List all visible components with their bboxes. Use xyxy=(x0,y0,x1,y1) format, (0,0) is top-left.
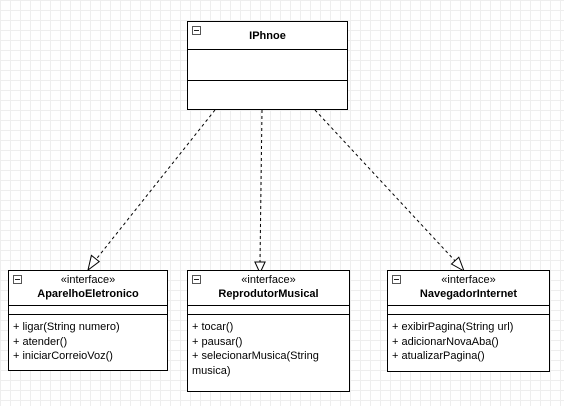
operation-item: + adicionarNovaAba() xyxy=(392,335,499,348)
realization-to-navegador-internet[interactable] xyxy=(314,109,465,273)
interface-attributes[interactable] xyxy=(188,306,349,315)
realization-to-reprodutor-musical[interactable] xyxy=(254,109,266,275)
operation-item: + atualizarPagina() xyxy=(392,350,485,362)
interface-navegador-internet-header: «interface» NavegadorInternet xyxy=(388,271,549,306)
interface-attributes[interactable] xyxy=(9,306,167,315)
interface-reprodutor-musical-header: «interface» ReprodutorMusical xyxy=(188,271,349,306)
stereotype-label: «interface» xyxy=(241,274,296,286)
operation-item: + pausar() xyxy=(192,335,243,348)
operation-item: + ligar(String numero) xyxy=(13,321,120,333)
collapse-icon[interactable] xyxy=(192,26,201,35)
interface-operations[interactable]: + ligar(String numero) + atender() + ini… xyxy=(9,315,167,366)
interface-attributes[interactable] xyxy=(388,306,549,315)
operation-item: + selecionarMusica(String xyxy=(192,350,319,362)
operation-item: + tocar() xyxy=(192,321,234,333)
interface-navegador-internet[interactable]: «interface» NavegadorInternet + exibirPa… xyxy=(387,270,550,372)
collapse-icon[interactable] xyxy=(13,275,22,284)
interface-operations[interactable]: + tocar() + pausar() + selecionarMusica(… xyxy=(188,315,349,380)
realization-to-aparelho-eletronico[interactable] xyxy=(87,109,216,272)
operation-item-continuation: musica) xyxy=(192,364,231,377)
class-iphnoe-name: IPhnoe xyxy=(249,30,286,42)
interface-operations[interactable]: + exibirPagina(String url) + adicionarNo… xyxy=(388,315,549,366)
collapse-icon[interactable] xyxy=(392,275,401,284)
operation-item: + atender() xyxy=(13,335,68,348)
stereotype-label: «interface» xyxy=(441,274,496,286)
class-iphnoe[interactable]: IPhnoe xyxy=(187,21,348,110)
operation-item: + exibirPagina(String url) xyxy=(392,321,514,333)
interface-name: AparelhoEletronico xyxy=(37,288,139,300)
interface-name: ReprodutorMusical xyxy=(218,288,319,300)
interface-reprodutor-musical[interactable]: «interface» ReprodutorMusical + tocar() … xyxy=(187,270,350,392)
interface-name: NavegadorInternet xyxy=(419,288,518,300)
class-iphnoe-attributes[interactable] xyxy=(188,50,347,81)
collapse-icon[interactable] xyxy=(192,275,201,284)
operation-item: + iniciarCorreioVoz() xyxy=(13,350,113,362)
interface-aparelho-eletronico[interactable]: «interface» AparelhoEletronico + ligar(S… xyxy=(8,270,168,371)
interface-aparelho-eletronico-header: «interface» AparelhoEletronico xyxy=(9,271,167,306)
class-iphnoe-header: IPhnoe xyxy=(188,22,347,50)
stereotype-label: «interface» xyxy=(60,274,116,286)
